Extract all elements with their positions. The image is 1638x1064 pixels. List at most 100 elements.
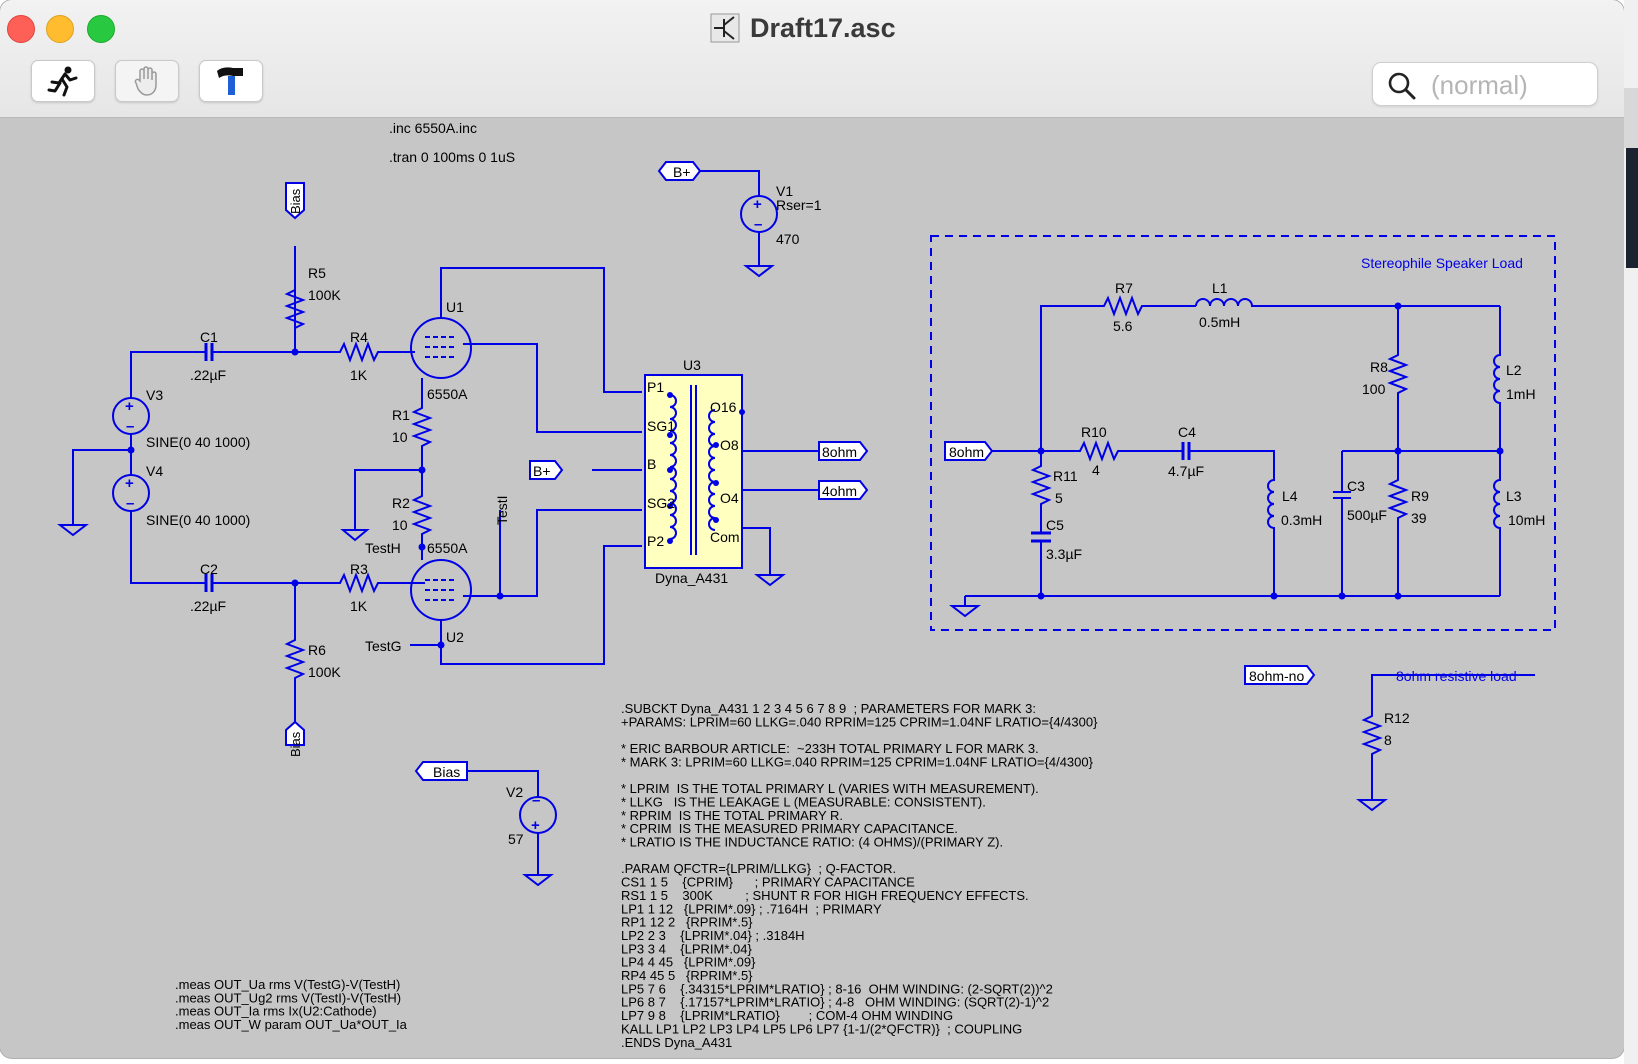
l4-symbol[interactable] bbox=[1189, 450, 1275, 596]
net-label-bias-top: Bias bbox=[288, 188, 303, 214]
spice-line: * MARK 3: LPRIM=60 LLKG=.040 RPRIM=125 C… bbox=[621, 754, 1094, 769]
net-flag-bplus-xfmr[interactable] bbox=[529, 460, 564, 480]
u1-label: U1 bbox=[446, 299, 464, 315]
spice-netlist-block[interactable]: .SUBCKT Dyna_A431 1 2 3 4 5 6 7 8 9 ; PA… bbox=[621, 701, 1098, 1050]
c4-symbol[interactable] bbox=[1181, 442, 1191, 460]
net-flag-bias-v2[interactable] bbox=[414, 761, 468, 781]
r7-label: R7 bbox=[1115, 280, 1133, 296]
l1-value: 0.5mH bbox=[1199, 314, 1240, 330]
spice-line: .SUBCKT Dyna_A431 1 2 3 4 5 6 7 8 9 ; PA… bbox=[621, 701, 1036, 716]
r3-value: 1K bbox=[350, 598, 368, 614]
r8-label: R8 bbox=[1370, 359, 1388, 375]
c5-label: C5 bbox=[1046, 517, 1064, 533]
minimize-window-button[interactable] bbox=[46, 15, 74, 43]
net-label-bplus-v1: B+ bbox=[673, 164, 691, 180]
c5-symbol[interactable] bbox=[1031, 531, 1051, 543]
l1-symbol[interactable] bbox=[1195, 298, 1500, 307]
schematic-svg: +– +– +– –+ Bias Bias Bias bbox=[57, 120, 1556, 1050]
window-edge-strip bbox=[1624, 0, 1638, 1064]
net-flag-8ohm-out[interactable] bbox=[818, 441, 869, 461]
spice-line: * LPRIM IS THE TOTAL PRIMARY L (VARIES W… bbox=[621, 781, 1039, 796]
l4-value: 0.3mH bbox=[1281, 512, 1322, 528]
r12-value: 8 bbox=[1384, 732, 1392, 748]
u3-transformer-symbol[interactable] bbox=[644, 374, 743, 569]
r10-value: 4 bbox=[1092, 462, 1100, 478]
spice-line: LP2 2 3 {LPRIM*.04} ; .3184H bbox=[621, 928, 805, 943]
net-label-bias-v2: Bias bbox=[433, 764, 460, 780]
hand-icon bbox=[134, 66, 157, 96]
u3-pin-p2: P2 bbox=[647, 533, 664, 549]
c1-value: .22µF bbox=[190, 367, 226, 383]
spice-line: * ERIC BARBOUR ARTICLE: ~233H TOTAL PRIM… bbox=[621, 741, 1039, 756]
title-bar: Draft17.asc bbox=[0, 0, 1624, 118]
meas-line: .meas OUT_Ua rms V(TestG)-V(TestH) bbox=[175, 977, 400, 992]
net-label-8ohm-out: 8ohm bbox=[822, 444, 857, 460]
r12-symbol[interactable] bbox=[1356, 674, 1535, 812]
close-window-button[interactable] bbox=[7, 15, 35, 43]
hammer-icon bbox=[217, 67, 243, 95]
u3-pin-b: B bbox=[647, 456, 656, 472]
spice-line: .ENDS Dyna_A431 bbox=[621, 1035, 732, 1050]
r9-symbol[interactable] bbox=[1387, 451, 1409, 596]
c2-value: .22µF bbox=[190, 598, 226, 614]
net-flag-8ohm-no[interactable] bbox=[1244, 665, 1316, 685]
r3-symbol[interactable] bbox=[295, 572, 415, 594]
l3-value: 10mH bbox=[1508, 512, 1545, 528]
u1-value: 6550A bbox=[427, 386, 468, 402]
r2-label: R2 bbox=[392, 495, 410, 511]
spice-line: * RPRIM IS THE TOTAL PRIMARY R. bbox=[621, 808, 843, 823]
hammer-button[interactable] bbox=[199, 60, 263, 102]
u2-value: 6550A bbox=[427, 540, 468, 556]
r5-symbol[interactable] bbox=[284, 246, 306, 352]
r7-value: 5.6 bbox=[1113, 318, 1133, 334]
net-label-8ohm-no: 8ohm-no bbox=[1249, 668, 1304, 684]
l2-symbol[interactable] bbox=[1493, 306, 1501, 451]
r3-label: R3 bbox=[350, 561, 368, 577]
spice-line: LP6 8 7 {.17157*LPRIM*LRATIO} ; 4-8 OHM … bbox=[621, 995, 1049, 1010]
v2-value: 57 bbox=[508, 831, 524, 847]
svg-text:+: + bbox=[125, 475, 134, 492]
spice-line: LP1 1 12 {LPRIM*.09} ; .7164H ; PRIMARY bbox=[621, 901, 882, 916]
pan-button[interactable] bbox=[115, 60, 179, 102]
r2-symbol[interactable] bbox=[411, 470, 433, 560]
spice-line: +PARAMS: LPRIM=60 LLKG=.040 RPRIM=125 CP… bbox=[621, 714, 1098, 729]
net-label-bplus-xfmr: B+ bbox=[533, 463, 551, 479]
speaker-load-title: Stereophile Speaker Load bbox=[1361, 255, 1523, 271]
c3-label: C3 bbox=[1347, 478, 1365, 494]
r4-label: R4 bbox=[350, 329, 368, 345]
net-flag-bias-bottom[interactable] bbox=[285, 720, 305, 746]
schematic-document-icon bbox=[710, 13, 740, 43]
search-input[interactable] bbox=[1429, 69, 1593, 101]
meas-line: .meas OUT_Ug2 rms V(TestI)-V(TestH) bbox=[175, 990, 401, 1005]
net-flag-bplus-v1[interactable] bbox=[657, 161, 702, 181]
search-box[interactable] bbox=[1372, 62, 1598, 106]
r6-label: R6 bbox=[308, 642, 326, 658]
net-flag-4ohm-out[interactable] bbox=[818, 480, 869, 500]
svg-text:+: + bbox=[531, 817, 540, 834]
net-label-testh: TestH bbox=[365, 540, 401, 556]
r9-label: R9 bbox=[1411, 488, 1429, 504]
r4-symbol[interactable] bbox=[295, 341, 415, 363]
v4-label: V4 bbox=[146, 463, 163, 479]
net-flag-8ohm-load[interactable] bbox=[944, 441, 994, 461]
schematic-canvas[interactable]: +– +– +– –+ Bias Bias Bias bbox=[0, 118, 1624, 1058]
r6-symbol[interactable] bbox=[284, 583, 306, 722]
run-button[interactable] bbox=[31, 60, 95, 102]
r1-symbol[interactable] bbox=[354, 378, 433, 530]
spice-line: KALL LP1 LP2 LP3 LP4 LP5 LP6 LP7 {1-1/(2… bbox=[621, 1021, 1022, 1036]
net-flag-bias-top[interactable] bbox=[285, 182, 305, 220]
maximize-window-button[interactable] bbox=[87, 15, 115, 43]
inc-directive[interactable]: .inc 6550A.inc bbox=[389, 120, 477, 136]
r1-value: 10 bbox=[392, 429, 408, 445]
c3-symbol[interactable] bbox=[1333, 450, 1500, 596]
r11-symbol[interactable] bbox=[1030, 451, 1052, 533]
r7-symbol[interactable] bbox=[1040, 295, 1196, 451]
u3-pin-sg1: SG1 bbox=[647, 418, 675, 434]
r10-symbol[interactable] bbox=[992, 440, 1183, 462]
meas-directives-block[interactable]: .meas OUT_Ua rms V(TestG)-V(TestH).meas … bbox=[175, 977, 408, 1032]
tran-directive[interactable]: .tran 0 100ms 0 1uS bbox=[389, 149, 515, 165]
l3-symbol[interactable] bbox=[1493, 451, 1501, 596]
r8-symbol[interactable] bbox=[1387, 306, 1409, 451]
running-man-icon bbox=[47, 66, 78, 97]
c4-label: C4 bbox=[1178, 424, 1196, 440]
